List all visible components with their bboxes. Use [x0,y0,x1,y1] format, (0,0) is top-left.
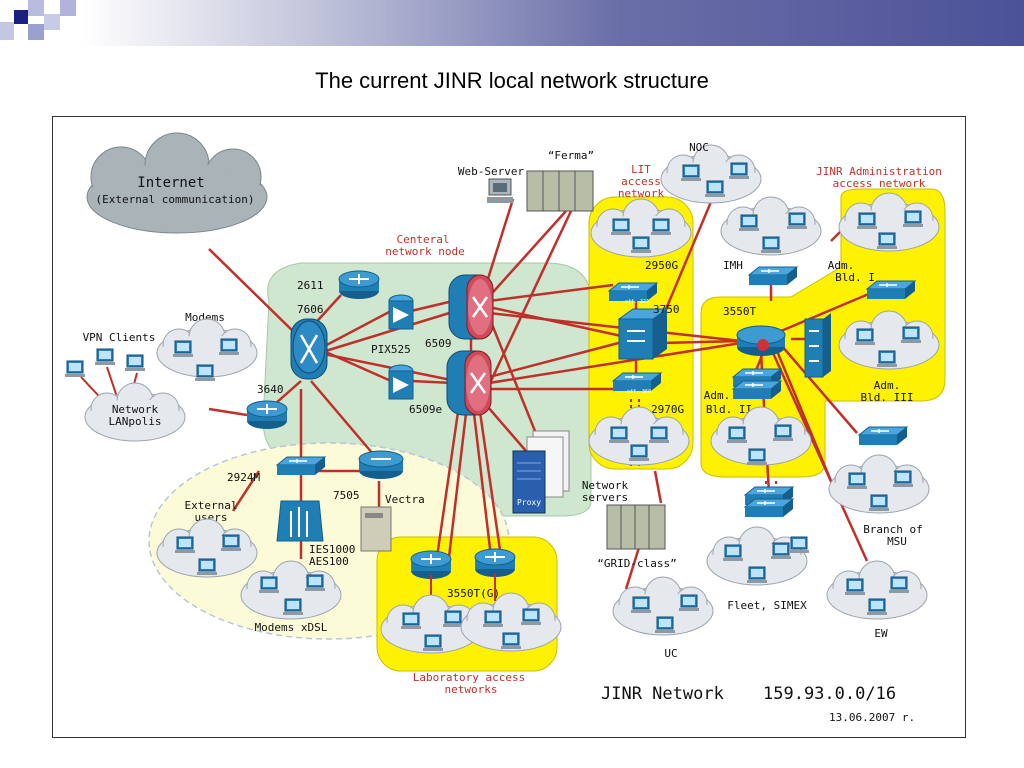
switch-stack-fleet-icon [744,486,794,518]
fleet-simex-label: Fleet, SIMEX [727,599,807,612]
proxy-label: Proxy [517,498,541,507]
grid-class-label: “GRID-class” [597,557,676,570]
n3550tg-label: 3550T(G) [447,587,500,600]
switch-3750-icon [617,308,669,360]
uc-label: UC [664,647,677,660]
n3550t-label: 3550T [723,305,756,318]
n2924m-label: 2924M [227,471,260,484]
lit-label-1: LIT [631,163,651,176]
header-gradient-bar [0,0,1024,46]
network-links [208,196,872,590]
router-3550t-icon [736,325,786,356]
vpn-client-pc-3 [124,354,146,372]
grid-class-server-rack-icon [606,504,666,550]
adm-bld3-label-2: Bld. III [861,391,914,404]
vectra-server-icon [360,506,392,552]
switch-imh-icon [748,266,798,286]
n7606-label: 7606 [297,303,324,316]
off321-label: off. 321 [625,299,649,305]
vpn-clients-label: VPN Clients [83,331,156,344]
n2970g-label: 2970G [651,403,684,416]
network-label: Network [112,403,159,416]
central-node-label-1: Centeral [397,233,450,246]
router-6509-icon [447,273,495,341]
ferma-server-rack-icon [526,170,594,212]
ies1000-concentrator-icon [276,500,324,542]
lab-networks-label-2: networks [445,683,498,696]
router-3550tg-icon [474,548,516,578]
net-servers-label-1: Network [582,479,629,492]
adm-bld1-label-1: Adm. [828,259,855,272]
admin-net-label-2: access network [833,177,926,190]
internet-sub-label: (External communication) [96,193,255,206]
footer-network-name: JINR Network [601,684,724,704]
laboratory-access-zone [376,536,558,672]
router-7505-icon [358,450,404,479]
pix525-firewall-icon [388,294,414,400]
proxy-server-icon [512,430,570,514]
switch-2924m-icon [276,456,326,476]
imh-label: IMH [723,259,743,272]
header-square-2 [28,0,44,16]
lab-networks-label-1: Laboratory access [413,671,526,684]
aes100-label: AES100 [309,555,349,568]
admin-net-label-1: JINR Administration [816,165,942,178]
diagram-frame: Internet (External communication) Center… [52,116,966,738]
router-lab-1-icon [410,550,452,580]
router-6509e-icon [445,349,493,417]
adm-bld3-label-1: Adm. [874,379,901,392]
adm-bld2-label-1: Adm. [704,389,731,402]
network-diagram: Internet (External communication) Center… [64,132,946,724]
internet-cloud [86,132,268,234]
n3750-label: 3750 [653,303,680,316]
switch-adm-bld1-icon [866,280,916,300]
external-users-label-1: External [185,499,238,512]
pix525-label: PIX525 [371,343,411,356]
vpn-client-pc-1 [64,360,86,378]
header-square-3 [28,24,44,40]
n2950g-label: 2950G [645,259,678,272]
footer-ip-range: 159.93.0.0/16 [763,684,896,704]
ies1000-label: IES1000 [309,543,355,556]
ferma-label: “Ferma” [548,149,594,162]
vectra-label: Vectra [385,493,425,506]
firewall-stack-icon [804,313,831,378]
footer-date: 13.06.2007 r. [829,711,915,724]
internet-label: Internet [137,175,204,191]
central-node-label-2: network node [385,245,464,258]
switch-stack-adm-bld2-icon [732,368,782,400]
n6509-label: 6509 [425,337,452,350]
header-square-6 [0,22,14,40]
modems-xdsl-label: Modems xDSL [255,621,328,634]
header-square-5 [60,0,76,16]
off360-label: off. 360 [627,389,651,395]
adm-bld1-label-2: Bld. I [835,271,875,284]
lit-label-2: access [621,175,661,188]
msu-label-2: MSU [887,535,907,548]
lanpolis-label: LANpolis [109,415,162,428]
switch-msu-icon [858,426,908,446]
n2611-label: 2611 [297,279,324,292]
header-square-1 [14,10,28,24]
n6509e-label: 6509e [409,403,442,416]
adm-bld2-label-2: Bld. II [706,403,752,416]
router-7606-icon [289,317,329,381]
web-server-label: Web-Server [458,165,525,178]
msu-label-1: Branch of [863,523,923,536]
header-square-4 [44,14,60,30]
router-2611-icon [338,270,380,300]
slide-title: The current JINR local network structure [315,68,709,93]
noc-label: NOC [689,141,709,154]
net-servers-label-2: servers [582,491,628,504]
web-server-icon [487,178,513,203]
n3640-label: 3640 [257,383,284,396]
vpn-client-pc-2 [94,348,116,366]
n7505-label: 7505 [333,489,360,502]
ew-label: EW [874,627,888,640]
lit-label-3: network [618,187,665,200]
router-3640-icon [246,400,288,430]
